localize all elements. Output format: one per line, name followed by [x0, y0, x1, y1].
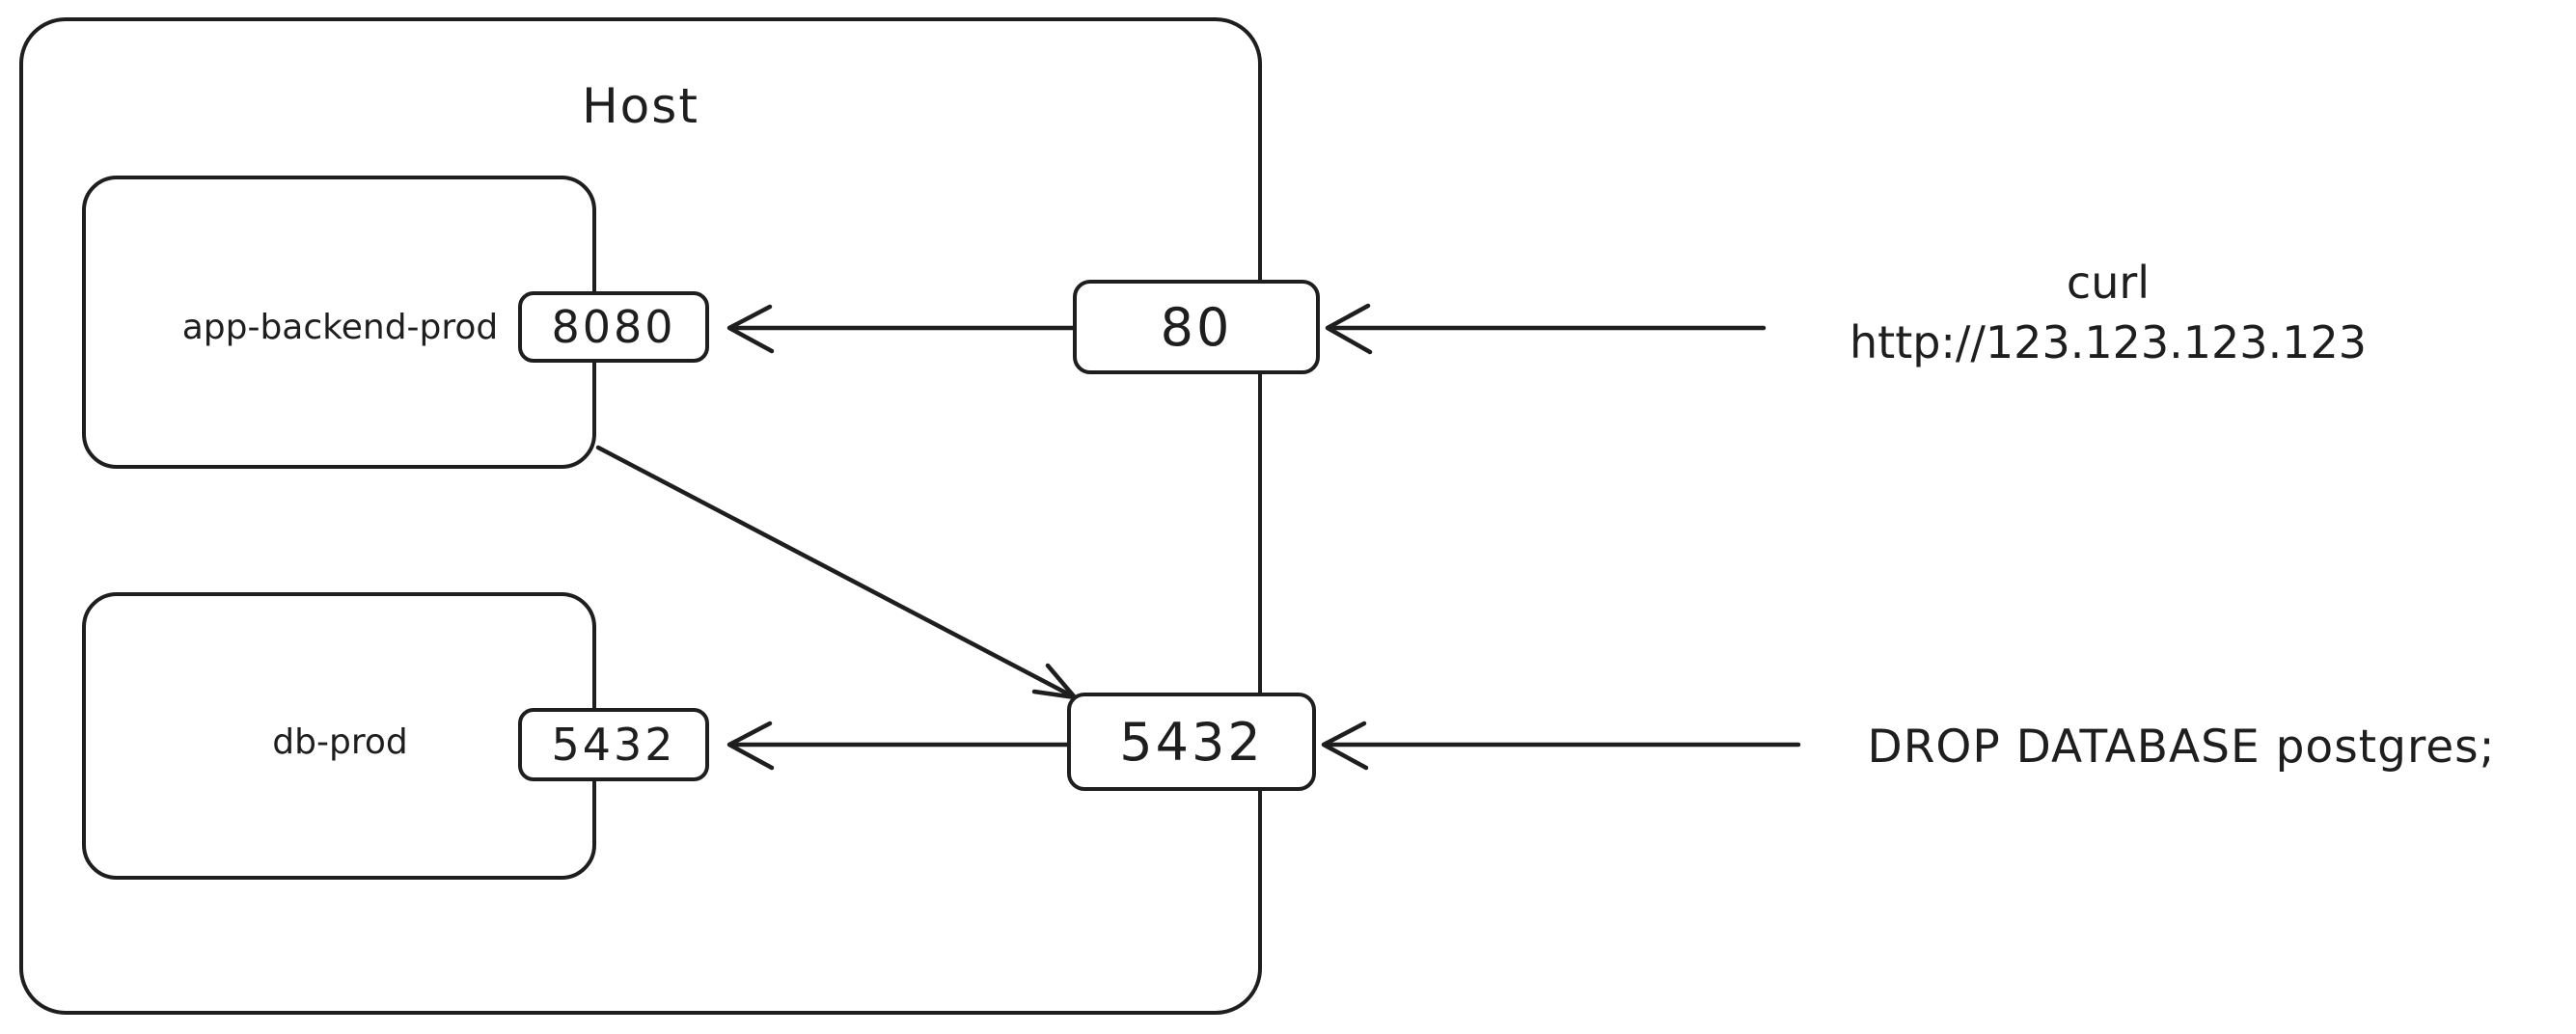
host-box	[19, 17, 1262, 1015]
host-label: Host	[582, 78, 699, 134]
host-port-5432-badge: 5432	[1067, 693, 1316, 791]
attack-annotation: DROP DATABASE postgres;	[1867, 721, 2496, 774]
app-container-label: app-backend-prod	[181, 308, 499, 347]
arrow-attack-to-host-port-5432	[1321, 721, 1801, 771]
curl-annotation-line1: curl	[2066, 257, 2151, 309]
app-port-badge: 8080	[518, 291, 709, 363]
curl-annotation-line2: http://123.123.123.123	[1850, 316, 2367, 368]
arrow-curl-to-host-port-80	[1325, 303, 1767, 355]
db-port-badge: 5432	[518, 708, 709, 781]
curl-annotation: curl http://123.123.123.123	[1790, 253, 2426, 372]
host-port-80-badge: 80	[1073, 280, 1320, 374]
db-container-label: db-prod	[272, 722, 408, 762]
